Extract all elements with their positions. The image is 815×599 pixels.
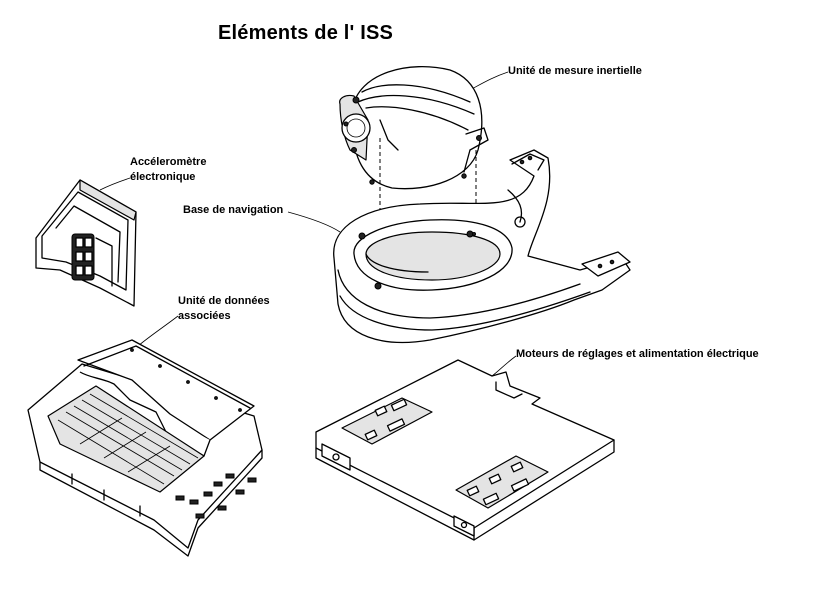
leader-accelerometer bbox=[99, 177, 131, 191]
label-data-unit-line1: Unité de données bbox=[178, 295, 270, 307]
nav-base-drawing bbox=[333, 149, 631, 343]
accelerometer-drawing bbox=[35, 179, 137, 307]
label-data-unit-line2: associées bbox=[178, 310, 231, 322]
data-unit-drawing bbox=[27, 339, 263, 557]
label-motors: Moteurs de réglages et alimentation élec… bbox=[516, 348, 759, 360]
label-accelerometer-line2: électronique bbox=[130, 171, 196, 183]
label-nav-base: Base de navigation bbox=[183, 204, 284, 216]
motors-drawing bbox=[315, 359, 615, 541]
leader-data-unit bbox=[137, 315, 179, 347]
diagram-title: Eléments de l' ISS bbox=[218, 22, 394, 44]
label-accelerometer-line1: Accéleromètre bbox=[130, 156, 207, 168]
label-imu: Unité de mesure inertielle bbox=[508, 65, 642, 77]
leader-lines bbox=[99, 71, 517, 377]
leader-nav-base bbox=[287, 211, 341, 233]
leader-motors bbox=[491, 355, 517, 377]
imu-drawing bbox=[339, 66, 489, 284]
